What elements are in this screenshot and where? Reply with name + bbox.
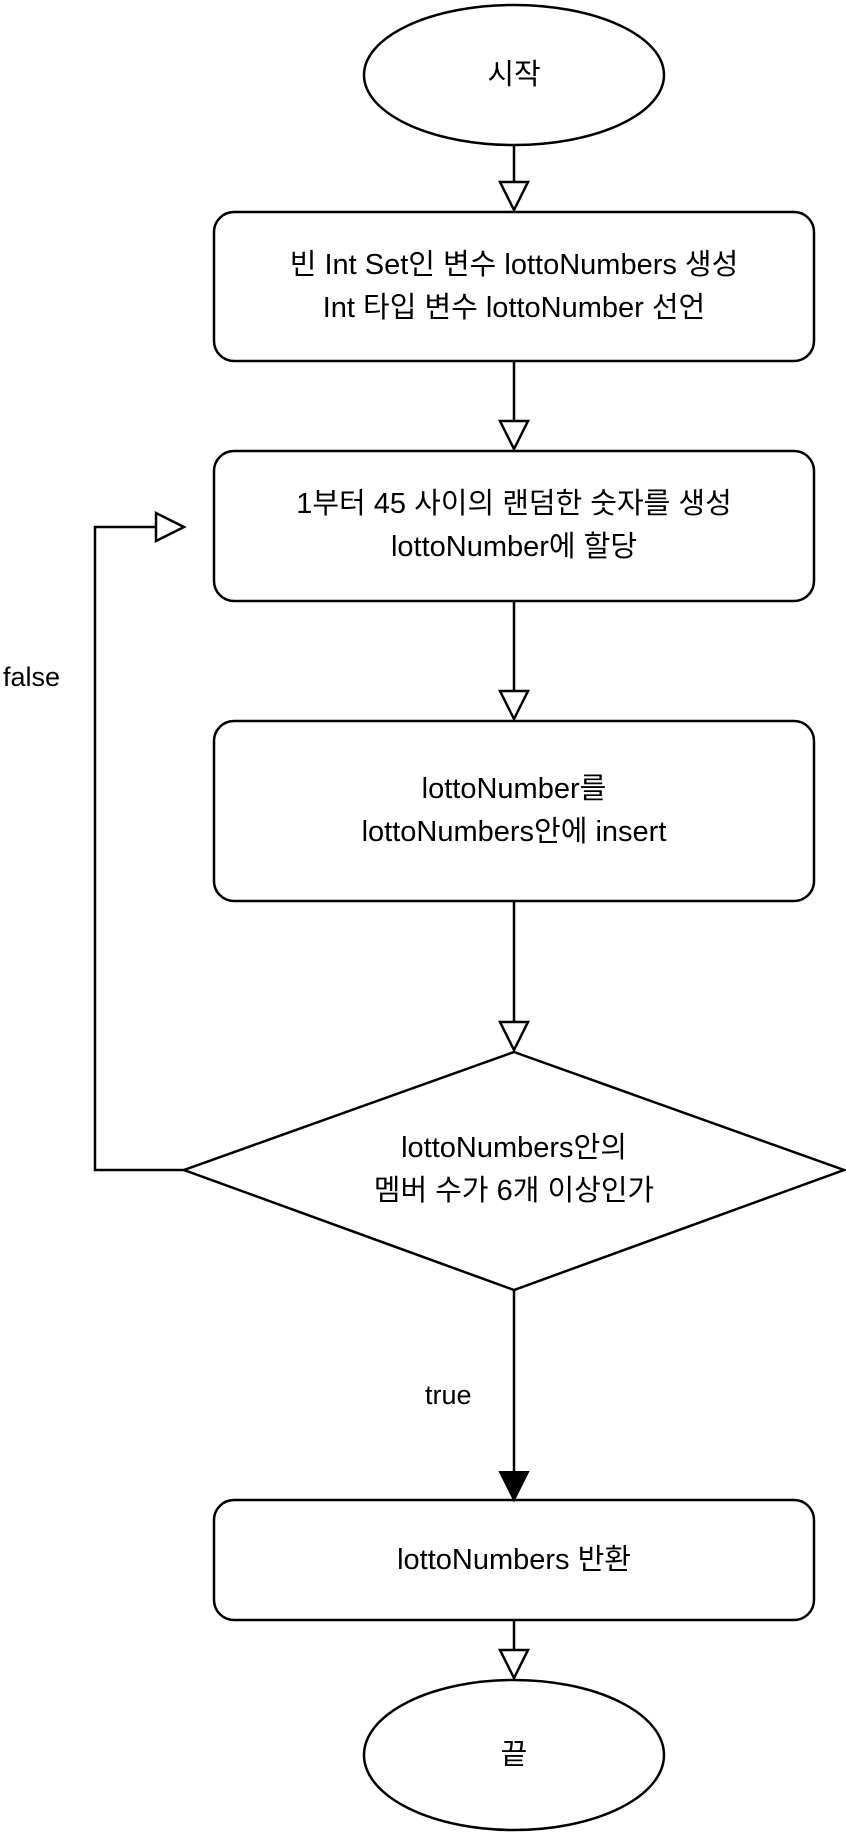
decision-label: lottoNumbers안의 멤버 수가 6개 이상인가 — [264, 1100, 764, 1240]
random-label: 1부터 45 사이의 랜덤한 숫자를 생성 lottoNumber에 할당 — [214, 451, 814, 601]
random-label-line-2: lottoNumber에 할당 — [390, 531, 638, 563]
arrowhead-decision — [497, 1020, 531, 1053]
arrowhead-init — [497, 180, 531, 213]
start-label: 시작 — [487, 58, 541, 91]
insert-label-line-1: lottoNumber를 — [421, 773, 607, 805]
init-label-line-2: Int 타입 변수 lottoNumber 선언 — [322, 291, 706, 324]
decision-label-line-2: 멤버 수가 6개 이상인가 — [373, 1175, 655, 1207]
arrowhead-return — [498, 1471, 530, 1503]
end-label: 끝 — [500, 1738, 528, 1771]
insert-label-line-2: lottoNumbers안에 insert — [361, 816, 667, 848]
arrowhead-loop-back — [154, 510, 187, 544]
arrowhead-end — [497, 1648, 531, 1681]
edge-label-false: false — [3, 662, 61, 692]
random-label-line-1: 1부터 45 사이의 랜덤한 숫자를 생성 — [296, 488, 732, 520]
edge-label-true: true — [425, 1380, 472, 1410]
arrowhead-insert — [497, 689, 531, 722]
return-label: lottoNumbers 반환 — [397, 1543, 631, 1576]
decision-label-line-1: lottoNumbers안의 — [401, 1132, 627, 1164]
arrowhead-random — [497, 419, 531, 452]
insert-label: lottoNumber를 lottoNumbers안에 insert — [214, 721, 814, 901]
init-label-line-1: 빈 Int Set인 변수 lottoNumbers 생성 — [289, 248, 739, 281]
edge-false-loop — [93, 525, 184, 1172]
init-label: 빈 Int Set인 변수 lottoNumbers 생성 Int 타입 변수 … — [214, 212, 814, 361]
